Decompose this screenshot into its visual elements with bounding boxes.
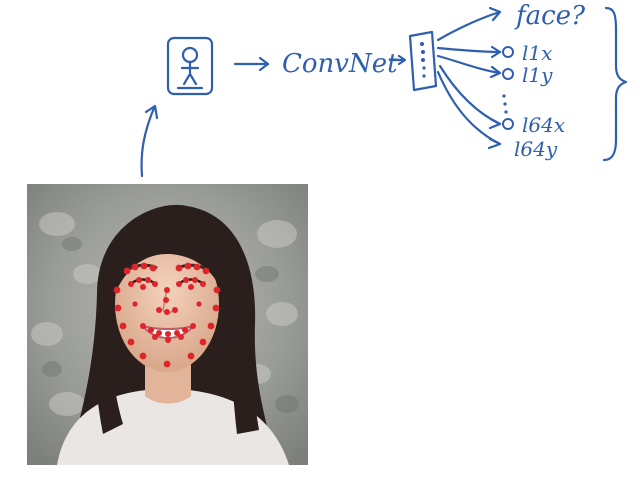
output-vector-box (408, 30, 438, 92)
face-sketch-body (176, 60, 204, 90)
branch-face (436, 10, 502, 42)
face-sketch-box (166, 36, 214, 96)
branch-l64y (436, 70, 502, 146)
face-photo (27, 184, 308, 465)
branch-l1x (436, 46, 502, 54)
face (115, 236, 219, 372)
right-brace (602, 6, 628, 162)
branch-l1y (436, 54, 502, 75)
face-label: face? (514, 1, 586, 31)
facial-landmarks (113, 262, 221, 368)
up-arrow (140, 106, 156, 178)
convnet-label: ConvNet (282, 49, 398, 79)
output-vector-dots (420, 42, 508, 114)
face-sketch-head (181, 46, 199, 64)
up-arrow-head (144, 104, 159, 120)
l64y-label: l64y (514, 137, 558, 161)
l1x-label: l1x (522, 41, 552, 65)
node-l1y (502, 68, 514, 80)
node-l1x (502, 46, 514, 58)
l1y-label: l1y (522, 63, 553, 87)
node-l64x (502, 118, 514, 130)
l64x-label: l64x (522, 113, 565, 137)
